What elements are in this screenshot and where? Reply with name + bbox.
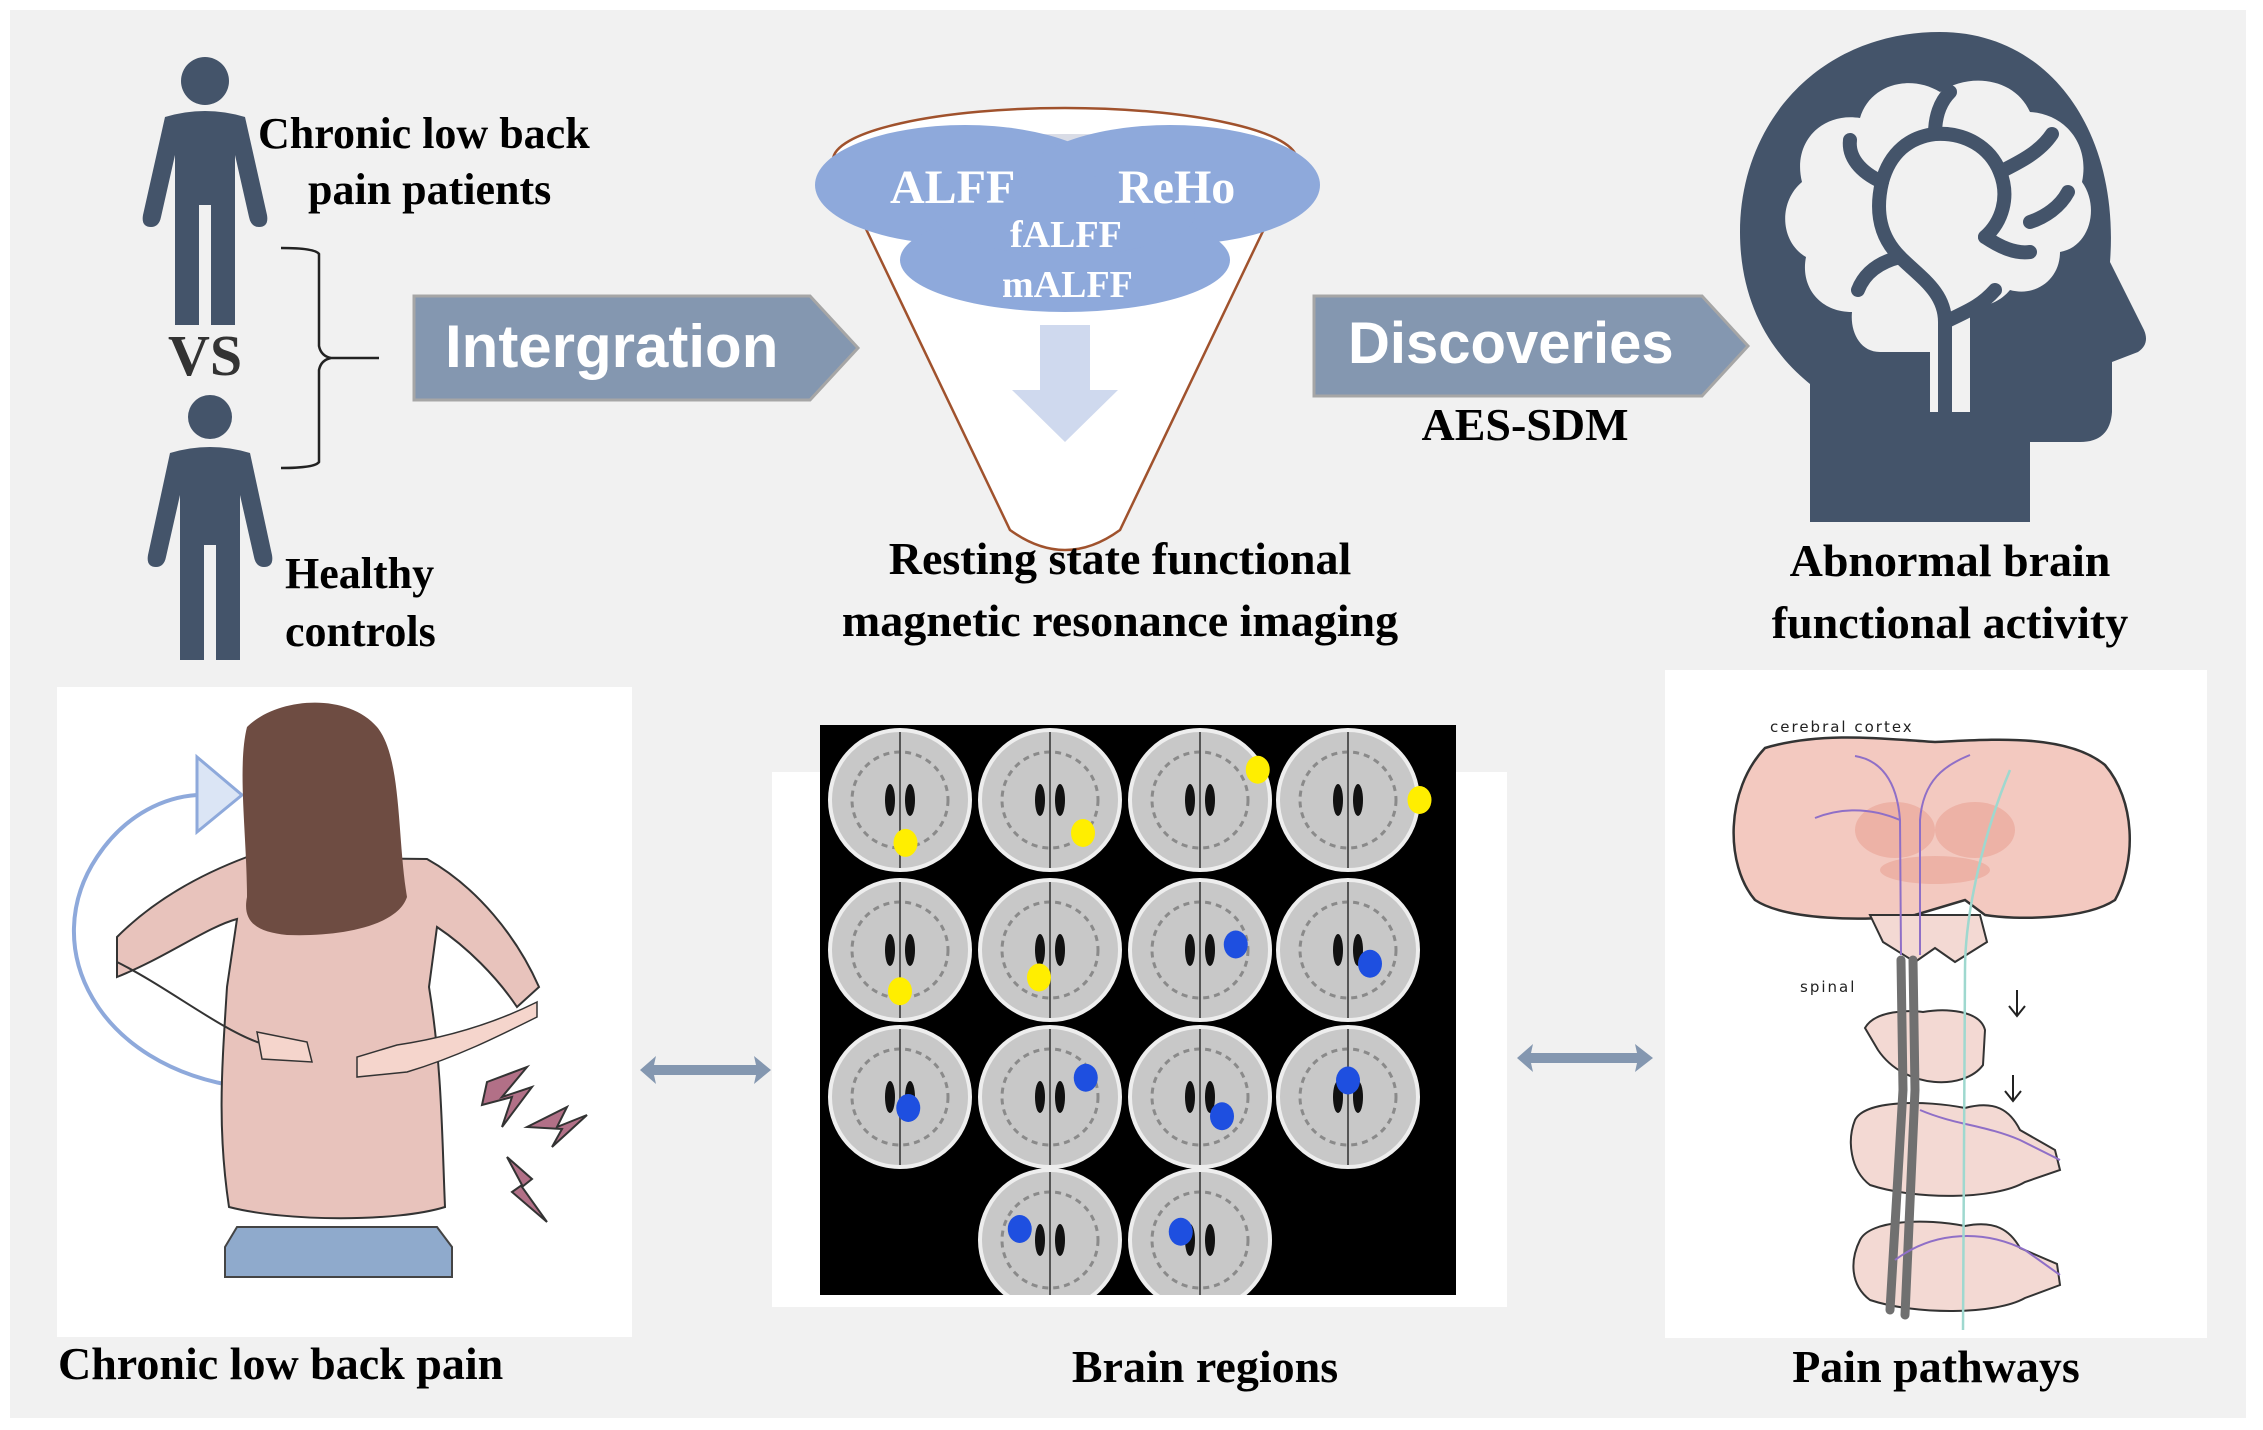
activation-cluster	[896, 1094, 921, 1122]
controls-label-line1: Healthy	[285, 549, 435, 598]
vs-label: VS	[168, 323, 243, 388]
pain-pathways-panel	[1665, 670, 2207, 1338]
metric-falff: fALFF	[1010, 214, 1122, 256]
mri-slice	[1128, 1025, 1272, 1169]
mri-slice	[828, 728, 972, 872]
patients-label-line1: Chronic low back	[258, 109, 590, 158]
pain-pathway-illustration	[1732, 736, 2131, 1331]
activation-cluster	[1223, 930, 1248, 959]
mri-slice	[978, 728, 1122, 872]
metric-alff: ALFF	[890, 161, 1016, 214]
controls-label-line2: controls	[285, 607, 436, 656]
activation-cluster	[1407, 786, 1432, 814]
mri-grid	[820, 725, 1456, 1295]
rsfmri-caption-line1: Resting state functional	[888, 533, 1352, 584]
mri-slice	[978, 878, 1122, 1022]
cortex-label: cerebral cortex	[1770, 718, 1914, 736]
activation-cluster	[1245, 755, 1270, 784]
mri-slice	[1276, 728, 1432, 872]
outcome-caption-line2: functional activity	[1771, 597, 2129, 648]
rsfmri-caption: Resting state functional magnetic resona…	[770, 528, 1470, 652]
double-arrow-right-icon	[1517, 1044, 1653, 1072]
mri-slice	[828, 1025, 972, 1169]
back-pain-panel	[57, 687, 632, 1337]
patients-label: Chronic low back pain patients	[258, 106, 590, 218]
method-label: AES-SDM	[1421, 399, 1629, 450]
mri-slices	[828, 728, 1432, 1295]
discoveries-arrow-label: Discoveries	[1348, 311, 1674, 376]
mri-slice	[1128, 878, 1272, 1022]
activation-cluster	[1358, 949, 1382, 978]
metric-malff: mALFF	[1002, 264, 1133, 306]
activation-cluster	[1027, 963, 1051, 992]
activation-cluster	[1073, 1063, 1098, 1092]
pain-pathways-caption: Pain pathways	[1792, 1341, 2080, 1392]
activation-cluster	[1071, 819, 1095, 847]
integration-arrow-label: Intergration	[445, 313, 779, 380]
back-pain-illustration	[71, 702, 588, 1278]
control-figure-icon	[147, 395, 273, 660]
double-arrow-left-icon	[640, 1056, 771, 1084]
back-pain-caption: Chronic low back pain	[58, 1338, 504, 1389]
mri-slice	[1128, 1168, 1272, 1295]
mri-slice	[1276, 878, 1420, 1022]
grouping-bracket	[280, 246, 379, 470]
outcome-caption: Abnormal brain functional activity	[1690, 530, 2210, 654]
controls-label: Healthy controls	[285, 545, 436, 661]
activation-cluster	[1210, 1102, 1234, 1131]
activation-cluster	[1336, 1066, 1360, 1095]
patient-figure-icon	[142, 57, 268, 325]
integration-arrow-shape	[412, 294, 861, 402]
activation-cluster	[893, 828, 918, 857]
head-brain-icon	[1740, 32, 2146, 522]
rsfmri-caption-line2: magnetic resonance imaging	[841, 595, 1399, 646]
activation-cluster	[888, 977, 912, 1006]
spinal-label: spinal	[1800, 978, 1857, 996]
mri-slice	[1128, 728, 1272, 872]
outcome-caption-line1: Abnormal brain	[1789, 535, 2111, 586]
funnel-icon	[815, 106, 1320, 552]
mri-slice	[828, 878, 972, 1022]
activation-cluster	[1168, 1217, 1193, 1246]
mri-slice	[978, 1025, 1122, 1169]
patients-label-line2: pain patients	[308, 165, 552, 214]
activation-cluster	[1007, 1215, 1032, 1243]
brain-regions-caption: Brain regions	[1071, 1341, 1339, 1392]
metric-reho: ReHo	[1118, 161, 1236, 214]
mri-slice	[978, 1168, 1122, 1295]
discoveries-arrow-shape	[1312, 294, 1751, 398]
mri-slice	[1276, 1025, 1420, 1169]
